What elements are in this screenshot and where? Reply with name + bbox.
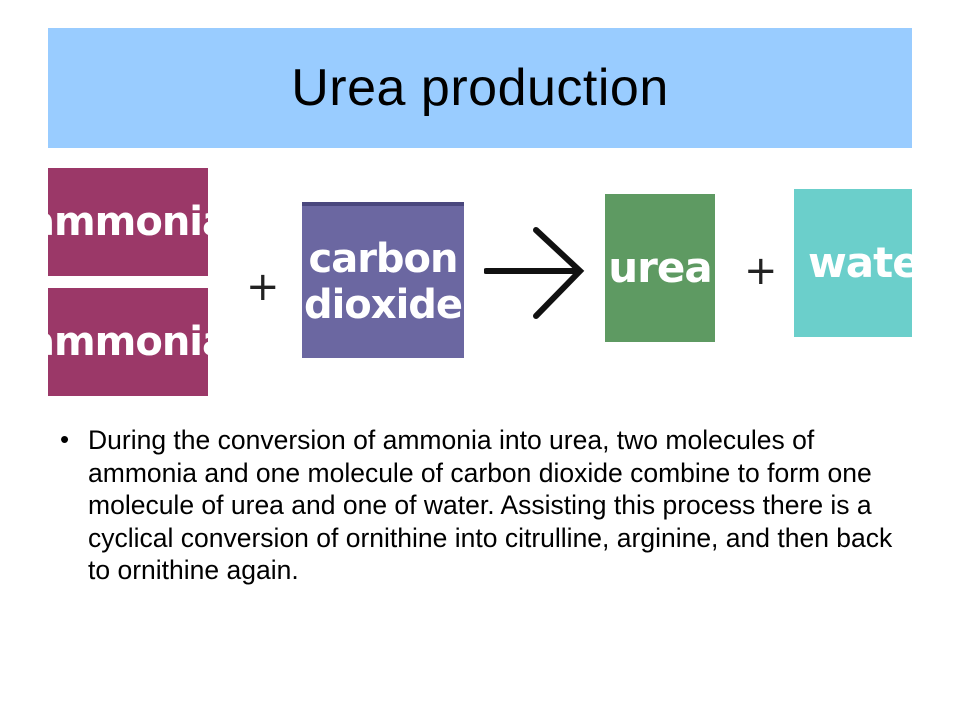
- slide-title: Urea production: [291, 59, 669, 117]
- ammonia-label-2: ammonia: [28, 319, 229, 365]
- plus-sign-2: +: [744, 248, 778, 294]
- bullet-marker: •: [60, 424, 70, 454]
- reaction-arrow-icon: [484, 227, 585, 319]
- bullet-list: • During the conversion of ammonia into …: [60, 424, 910, 587]
- water-label: water: [808, 237, 940, 287]
- ammonia-label-1: ammonia: [28, 199, 229, 245]
- urea-box: urea: [605, 194, 715, 342]
- urea-label: urea: [608, 242, 712, 292]
- title-bar: Urea production: [48, 28, 912, 148]
- carbon-dioxide-box: carbon dioxide: [302, 202, 464, 358]
- water-box: water: [794, 189, 940, 337]
- ammonia-box-1: ammonia: [28, 168, 229, 276]
- bullet-text: During the conversion of ammonia into ur…: [88, 425, 893, 585]
- dioxide-label: dioxide: [303, 282, 463, 328]
- ammonia-box-2: ammonia: [28, 288, 229, 396]
- carbon-label: carbon: [308, 236, 458, 282]
- plus-sign-1: +: [246, 264, 280, 310]
